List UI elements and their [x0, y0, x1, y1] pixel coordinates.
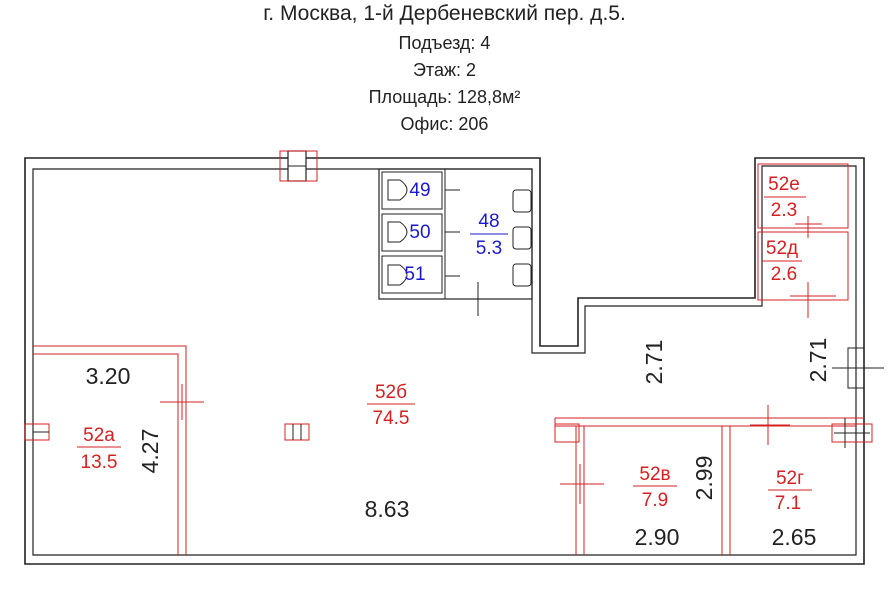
room-50-number: 50	[409, 222, 430, 243]
toilet-icon	[387, 179, 408, 201]
entrance-info: Подъезд: 4	[398, 33, 491, 53]
door-marker	[284, 423, 310, 441]
dimension-2-99: 2.99	[691, 456, 717, 501]
room-48-area: 5.3	[476, 238, 502, 259]
room-52a-area: 13.5	[81, 452, 118, 473]
room-52v-number: 52в	[639, 464, 670, 485]
room-51-number: 51	[404, 264, 425, 285]
column-marker	[279, 150, 318, 182]
room-52v-area: 7.9	[642, 490, 668, 511]
room-49-number: 49	[409, 180, 430, 201]
room-52d-area: 2.6	[771, 264, 797, 285]
dimension-3-20: 3.20	[86, 363, 131, 389]
dimension-2-71-right: 2.71	[805, 338, 831, 383]
small-rooms-right	[757, 163, 849, 318]
room-52d-number: 52д	[766, 238, 798, 259]
room-52b-area: 74.5	[373, 408, 410, 429]
floor-info: Этаж: 2	[412, 60, 477, 80]
dimension-2-90: 2.90	[635, 524, 680, 550]
room-52e-area: 2.3	[771, 200, 797, 221]
room-48-number: 48	[478, 211, 499, 232]
dimension-2-65: 2.65	[772, 524, 817, 550]
dimension-2-71-left: 2.71	[641, 340, 667, 385]
room-52a-number: 52а	[83, 425, 115, 446]
sink-icon	[512, 189, 532, 213]
room-52e-number: 52е	[768, 174, 800, 195]
dimension-8-63: 8.63	[365, 496, 410, 522]
dimension-4-27: 4.27	[137, 429, 163, 474]
toilet-icon	[387, 221, 408, 243]
toilet-block	[378, 168, 533, 316]
room-52b-number: 52б	[375, 382, 407, 403]
toilet-icon	[387, 264, 408, 286]
room-52g-area: 7.1	[775, 493, 801, 514]
sink-icon	[512, 226, 532, 250]
area-info: Площадь: 128,8м²	[368, 87, 521, 107]
address-title: г. Москва, 1-й Дербеневский пер. д.5.	[263, 2, 626, 25]
outer-wall	[24, 157, 865, 565]
rooms-52v-52g-walls	[554, 405, 873, 555]
office-info: Офис: 206	[400, 114, 489, 134]
room-52a-walls	[24, 345, 204, 555]
sink-icon	[512, 263, 532, 287]
room-52g-number: 52г	[776, 468, 804, 489]
window-marker	[832, 347, 884, 389]
